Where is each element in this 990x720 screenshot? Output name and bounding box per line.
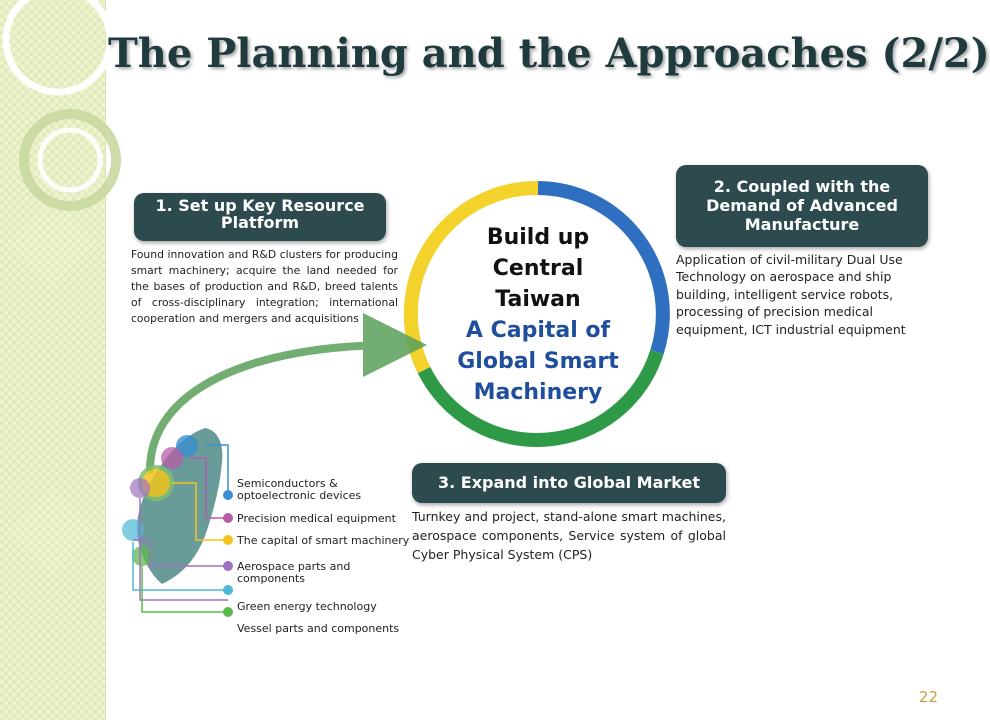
slide-title: The Planning and the Approaches (2/2) — [108, 30, 990, 77]
center-line-1: Build up — [486, 225, 590, 250]
legend-semiconductors: Semiconductors & optoelectronic devices — [237, 477, 362, 502]
legend-dot-vessel — [223, 607, 233, 617]
arrow-to-center — [146, 313, 427, 474]
center-line-4: A Capital of — [465, 318, 611, 343]
approach-3-description: Turnkey and project, stand-alone smart m… — [412, 509, 726, 562]
center-line-5: Global Smart — [457, 349, 619, 374]
ring-segment-green — [417, 349, 664, 447]
legend-dot-green-energy — [223, 585, 233, 595]
legend-smart-machinery: The capital of smart machinery — [237, 534, 410, 547]
ring-segment-blue — [537, 181, 670, 355]
legend-aerospace: Aerospace parts and components — [237, 560, 351, 585]
approach-1-description: Found innovation and R&D clusters for pr… — [131, 248, 398, 325]
legend-dot-semiconductors — [223, 490, 233, 500]
center-message: Build up Central Taiwan A Capital of Glo… — [440, 222, 636, 408]
legend-green-energy: Green energy technology — [237, 600, 377, 613]
legend-dot-medical — [223, 513, 233, 523]
page-number: 22 — [918, 688, 938, 706]
legend-medical: Precision medical equipment — [237, 512, 396, 525]
approach-3-heading: 3. Expand into Global Market — [412, 463, 726, 503]
legend-vessel: Vessel parts and components — [237, 622, 400, 635]
center-line-6: Machinery — [473, 380, 603, 405]
approach-2-heading: 2. Coupled with the Demand of Advanced M… — [676, 165, 928, 247]
approach-1-heading: 1. Set up Key Resource Platform — [134, 193, 386, 241]
central-ring — [122, 180, 670, 617]
taiwan-map — [136, 428, 223, 584]
approach-2-description: Application of civil-military Dual Use T… — [676, 252, 906, 337]
decorative-circles — [2, 0, 121, 211]
legend-dot-aerospace — [223, 561, 233, 571]
center-line-2: Central — [492, 256, 584, 281]
legend-dot-smart-machinery — [223, 535, 233, 545]
center-line-3: Taiwan — [495, 287, 581, 312]
